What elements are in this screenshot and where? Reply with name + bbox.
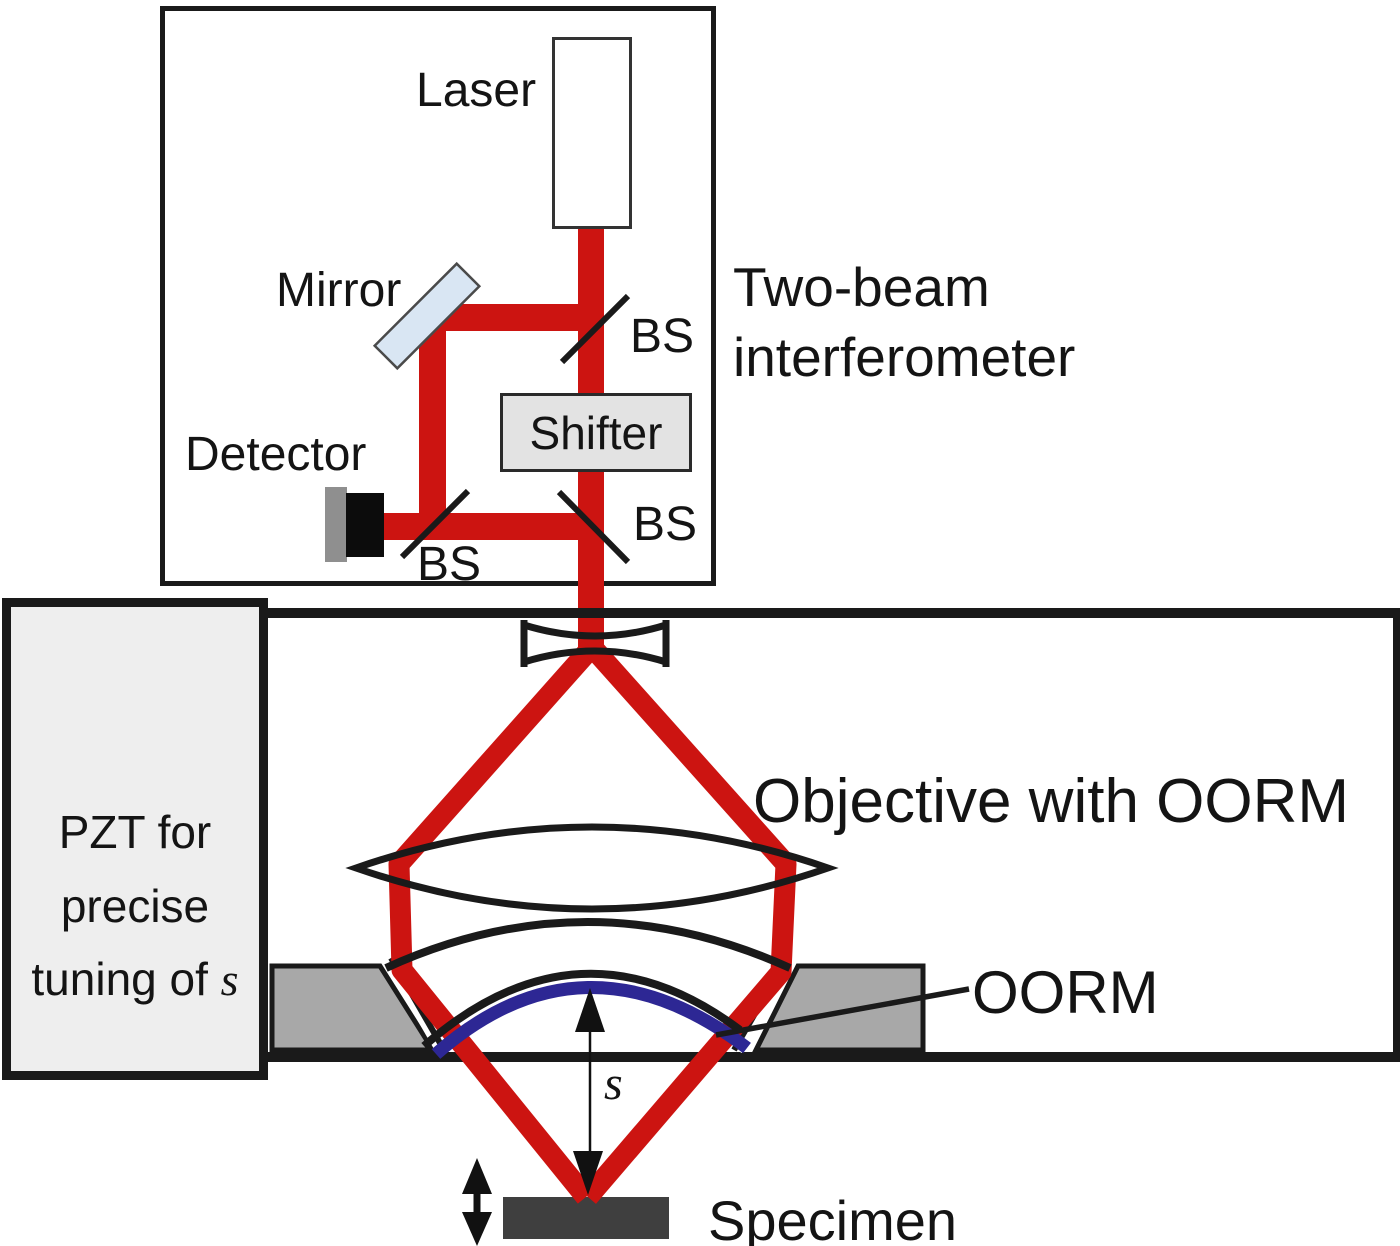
detector-body xyxy=(325,487,384,562)
beam-splitter-left xyxy=(399,488,471,560)
pzt-actuator-box xyxy=(2,598,268,1080)
fold-mirror xyxy=(372,261,482,371)
concave-lens xyxy=(520,620,670,667)
interferometer-title: Two-beam interferometer xyxy=(733,256,1076,389)
s-distance-arrow xyxy=(573,988,605,1195)
beam-top-horizontal xyxy=(430,304,604,331)
beam-left-vertical xyxy=(419,306,446,540)
beam-splitter-right xyxy=(556,489,631,565)
specimen-slab xyxy=(503,1197,669,1239)
beam-splitter-right-label: BS xyxy=(633,498,698,551)
objective-label: Objective with OORM xyxy=(753,767,1350,836)
objective-enclosure-box xyxy=(180,608,1400,1062)
specimen-motion-arrow xyxy=(462,1158,492,1246)
oorm-label: OORM xyxy=(972,959,1159,1026)
laser-label: Laser xyxy=(416,64,537,117)
mirror-label: Mirror xyxy=(276,264,402,317)
beam-splitter-left-label: BS xyxy=(417,538,482,591)
beam-cone xyxy=(388,641,797,1204)
front-lens-arc-lower xyxy=(421,969,743,1050)
laser-box xyxy=(552,37,632,229)
front-lens-arc-upper xyxy=(384,918,792,972)
oorm-arc xyxy=(431,981,751,1059)
beam-splitter-top-label: BS xyxy=(630,310,695,363)
pzt-label: PZT for precise tuning of s xyxy=(11,796,259,1017)
detector-label: Detector xyxy=(185,428,367,481)
phase-shifter-label: Shifter xyxy=(529,406,663,459)
oorm-leader-line xyxy=(715,986,970,1038)
pzt-label-line1: PZT for xyxy=(58,806,212,858)
beam-splitter-top xyxy=(559,293,631,365)
pzt-label-s: s xyxy=(220,954,239,1006)
specimen-label: Specimen xyxy=(708,1189,958,1246)
gap-distance-label: s xyxy=(604,1057,623,1110)
pzt-label-line3: tuning of xyxy=(31,953,221,1006)
pzt-label-line2: precise xyxy=(60,879,210,932)
beam-bottom-horizontal xyxy=(362,513,604,540)
biconvex-lens xyxy=(345,823,839,913)
phase-shifter-box: Shifter xyxy=(500,393,692,472)
